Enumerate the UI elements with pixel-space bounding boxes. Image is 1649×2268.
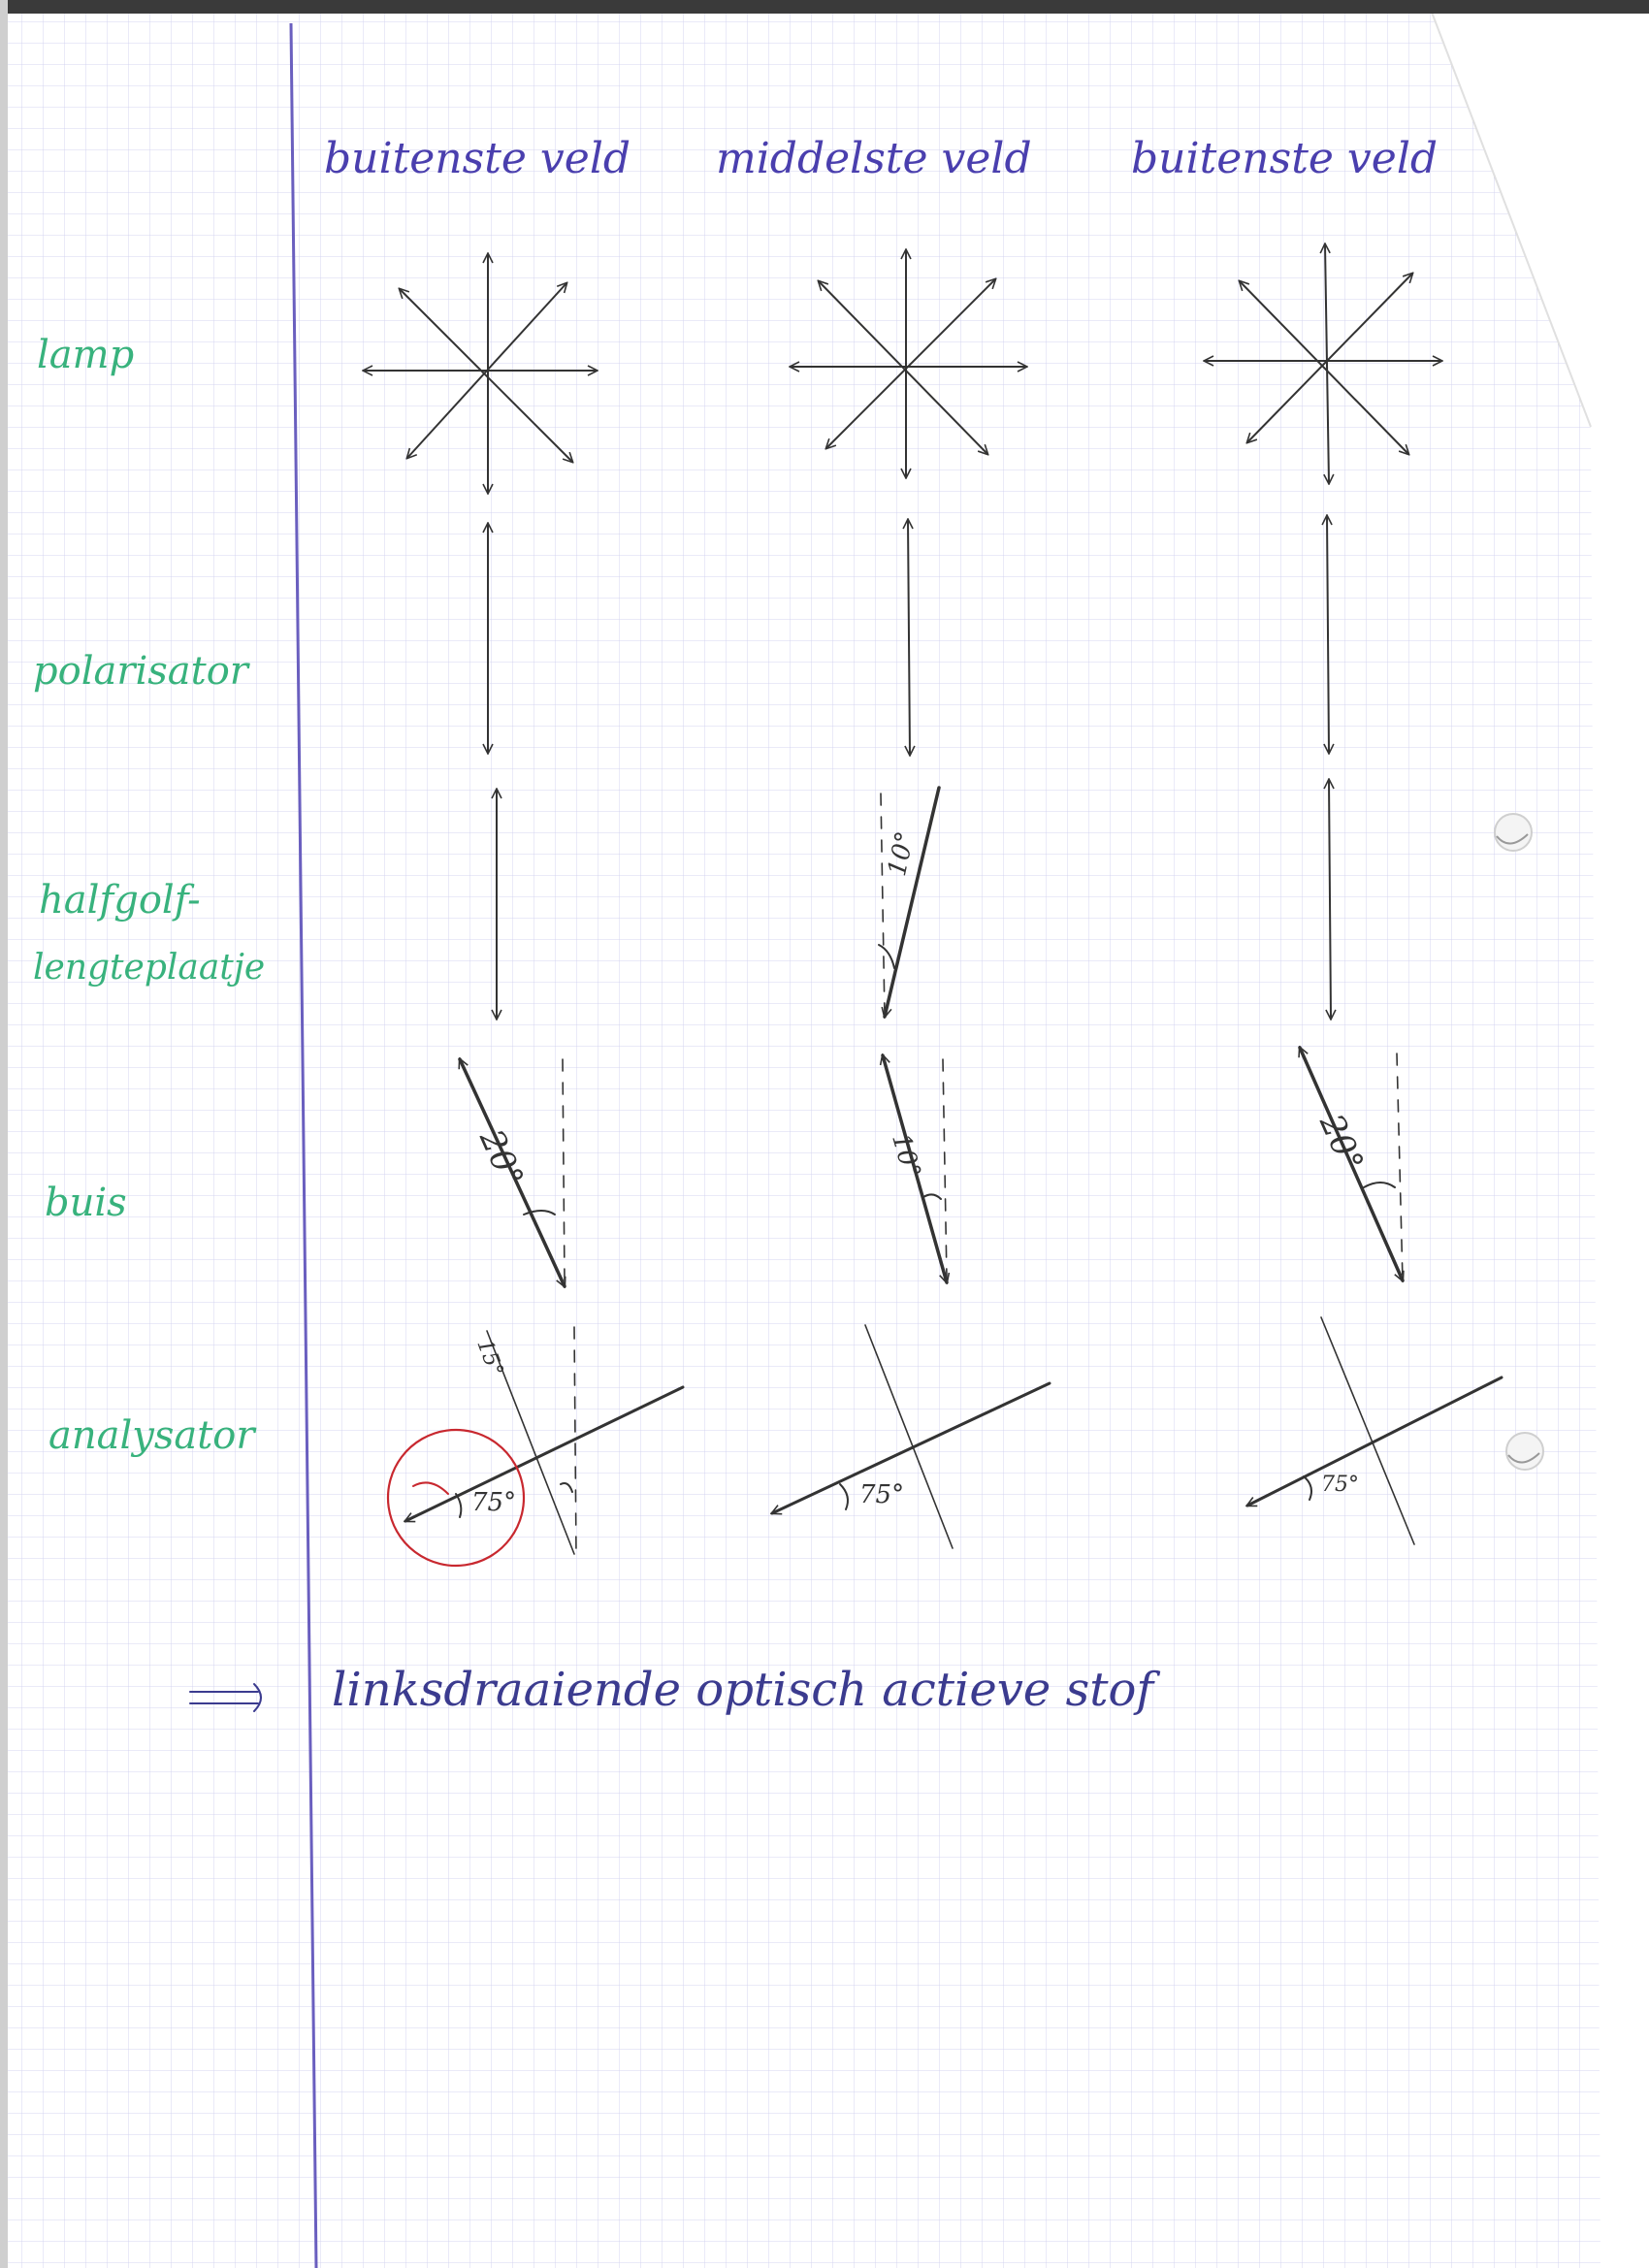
margin-line <box>289 22 318 2268</box>
polarizer-vertical-arrow <box>908 520 910 755</box>
implies-arrow-icon <box>189 1683 262 1712</box>
tube-rotation-arrow <box>1298 1048 1405 1280</box>
lamp-unpolarized-icon <box>364 254 597 493</box>
analyser-diagram <box>405 1326 685 1555</box>
tube-rotation-arrow <box>458 1059 566 1286</box>
row-label-lamp: lamp <box>37 333 135 377</box>
paper-grid <box>6 10 1600 2268</box>
conclusion-text: linksdraaiende optisch actieve stof <box>332 1663 1154 1717</box>
row-label-analysator: analysator <box>48 1413 255 1458</box>
lamp-unpolarized-icon <box>791 250 1026 477</box>
column-header-outer-left: buitenste veld <box>324 134 631 183</box>
binder-hole-icon <box>1505 1432 1544 1471</box>
row-label-buis: buis <box>45 1181 127 1225</box>
half-wave-plate-arrow <box>1329 780 1331 1019</box>
analyser-angle-label-left: 75° <box>471 1488 517 1517</box>
binder-hole-icon <box>1494 813 1533 852</box>
analyser-angle-label-middle: 75° <box>859 1480 905 1509</box>
tube-rotation-arrow <box>883 1055 947 1282</box>
row-label-halfgolf-line2: lengteplaatje <box>33 948 266 988</box>
analyser-diagram <box>1247 1316 1504 1545</box>
column-header-middle: middelste veld <box>716 134 1032 183</box>
red-correction-circle <box>386 1428 526 1568</box>
polarizer-vertical-arrow <box>1327 516 1329 753</box>
lamp-unpolarized-icon <box>1205 244 1441 483</box>
analyser-diagram <box>772 1324 1051 1549</box>
row-label-polarisator: polarisator <box>33 649 248 694</box>
analyser-angle-label-right: 75° <box>1321 1473 1359 1497</box>
row-label-halfgolf-line1: halfgolf- <box>39 878 201 923</box>
half-wave-plate-rotated-arrow <box>878 786 941 1017</box>
column-header-outer-right: buitenste veld <box>1131 134 1439 183</box>
